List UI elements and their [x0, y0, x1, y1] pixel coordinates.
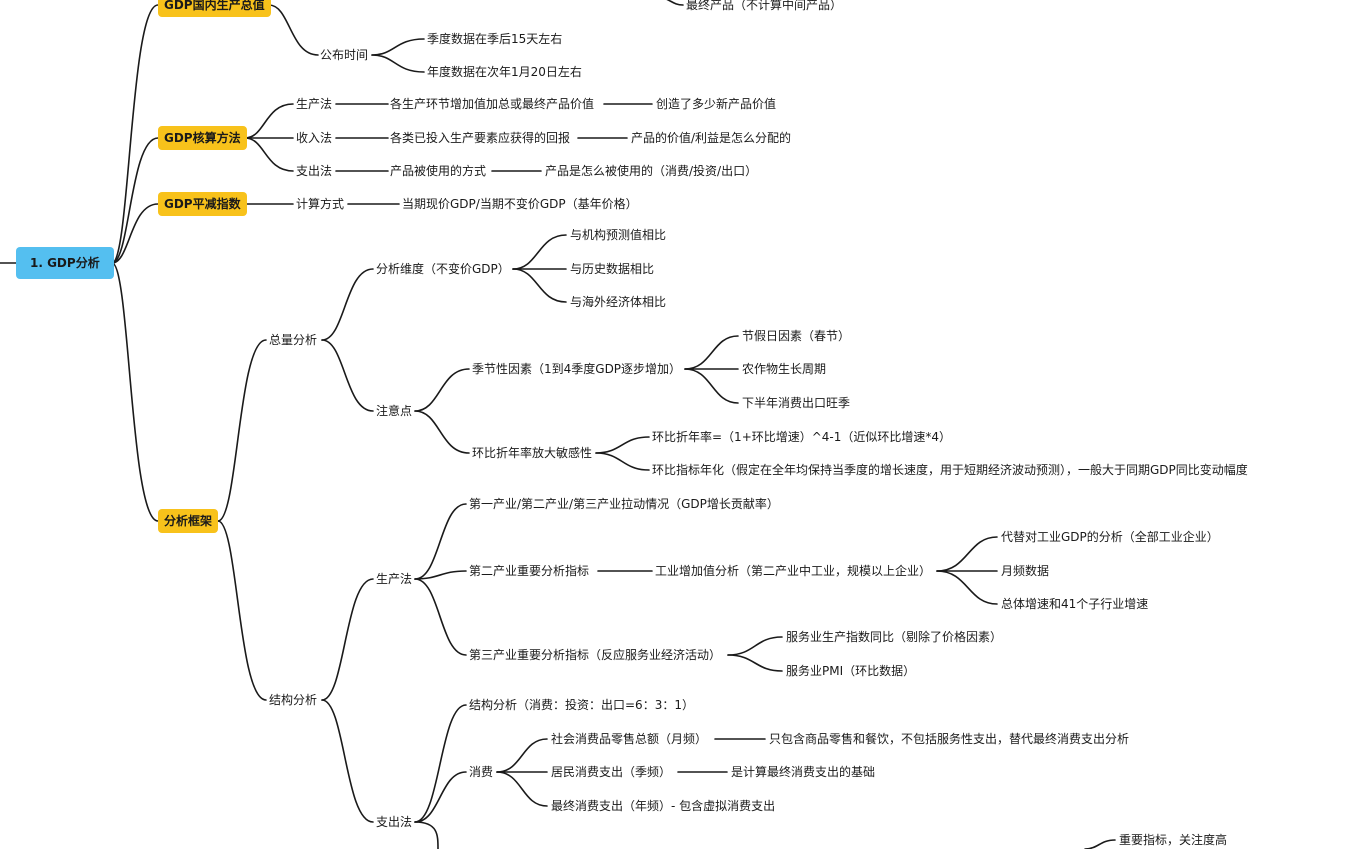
- topic-retail-sales-note[interactable]: 只包含商品零售和餐饮，不包括服务性支出，替代最终消费支出分析: [769, 732, 1130, 746]
- topic-framework[interactable]: 分析框架: [158, 509, 219, 533]
- topic-expenditure-method[interactable]: 支出法: [296, 164, 333, 178]
- topic-structure-ratio[interactable]: 结构分析（消费：投资：出口=6：3：1）: [469, 698, 694, 712]
- topic-qoq-annualized[interactable]: 环比指标年化（假定在全年均保持当季度的增长速度，用于短期经济波动预测），一般大于…: [652, 463, 1248, 477]
- topic-notes[interactable]: 注意点: [376, 404, 413, 418]
- topic-h2-consumption[interactable]: 下半年消费出口旺季: [742, 396, 851, 410]
- topic-dimensions[interactable]: 分析维度（不变价GDP）: [376, 262, 510, 276]
- topic-household-note[interactable]: 是计算最终消费支出的基础: [731, 765, 876, 779]
- topic-industry-pull[interactable]: 第一产业/第二产业/第三产业拉动情况（GDP增长贡献率）: [469, 497, 779, 511]
- topic-vs-forecast[interactable]: 与机构预测值相比: [570, 228, 667, 242]
- topic-final-products[interactable]: 最终产品（不计算中间产品）: [686, 0, 843, 12]
- topic-final-consumption[interactable]: 最终消费支出（年频）- 包含虚拟消费支出: [551, 799, 776, 813]
- topic-total-analysis[interactable]: 总量分析: [269, 333, 318, 347]
- topic-monthly-data[interactable]: 月频数据: [1001, 564, 1050, 578]
- topic-income-meaning[interactable]: 产品的价值/利益是怎么分配的: [631, 131, 792, 145]
- topic-income-method[interactable]: 收入法: [296, 131, 333, 145]
- topic-gdp-total[interactable]: GDP国内生产总值: [158, 0, 271, 17]
- topic-household-consumption[interactable]: 居民消费支出（季频）: [551, 765, 672, 779]
- topic-replace-industrial-gdp[interactable]: 代替对工业GDP的分析（全部工业企业）: [1001, 530, 1219, 544]
- topic-secondary-indicators[interactable]: 第二产业重要分析指标: [469, 564, 590, 578]
- topic-production-desc[interactable]: 各生产环节增加值加总或最终产品价值: [390, 97, 595, 111]
- topic-calc-formula[interactable]: 当期现价GDP/当期不变价GDP（基年价格）: [402, 197, 638, 211]
- topic-calc-method[interactable]: 计算方式: [296, 197, 345, 211]
- topic-tertiary-indicators[interactable]: 第三产业重要分析指标（反应服务业经济活动）: [469, 648, 722, 662]
- topic-expenditure-desc[interactable]: 产品被使用的方式: [390, 164, 487, 178]
- topic-growth-41-sub[interactable]: 总体增速和41个子行业增速: [1001, 597, 1149, 611]
- topic-annual-data[interactable]: 年度数据在次年1月20日左右: [427, 65, 582, 79]
- topic-expenditure-approach[interactable]: 支出法: [376, 815, 413, 829]
- topic-vs-history[interactable]: 与历史数据相比: [570, 262, 655, 276]
- topic-quarterly-data[interactable]: 季度数据在季后15天左右: [427, 32, 563, 46]
- topic-retail-sales[interactable]: 社会消费品零售总额（月频）: [551, 732, 708, 746]
- topic-service-pmi[interactable]: 服务业PMI（环比数据）: [786, 664, 916, 678]
- topic-publish-time[interactable]: 公布时间: [320, 48, 369, 62]
- topic-consumption[interactable]: 消费: [469, 765, 494, 779]
- topic-important-indicator[interactable]: 重要指标，关注度高: [1119, 833, 1228, 847]
- topic-service-production-index[interactable]: 服务业生产指数同比（剔除了价格因素）: [786, 630, 1003, 644]
- topic-qoq-formula[interactable]: 环比折年率=（1+环比增速）^4-1（近似环比增速*4）: [652, 430, 952, 444]
- topic-vs-overseas[interactable]: 与海外经济体相比: [570, 295, 667, 309]
- topic-seasonal[interactable]: 季节性因素（1到4季度GDP逐步增加）: [472, 362, 682, 376]
- topic-qoq-sensitivity[interactable]: 环比折年率放大敏感性: [472, 446, 593, 460]
- topic-expenditure-meaning[interactable]: 产品是怎么被使用的（消费/投资/出口）: [545, 164, 758, 178]
- topic-industrial-value-added[interactable]: 工业增加值分析（第二产业中工业，规模以上企业）: [655, 564, 932, 578]
- root-topic[interactable]: 1. GDP分析: [16, 247, 114, 279]
- topic-crop-cycle[interactable]: 农作物生长周期: [742, 362, 827, 376]
- topic-deflator[interactable]: GDP平减指数: [158, 192, 247, 216]
- topic-accounting-methods[interactable]: GDP核算方法: [158, 126, 247, 150]
- topic-income-desc[interactable]: 各类已投入生产要素应获得的回报: [390, 131, 571, 145]
- topic-holiday[interactable]: 节假日因素（春节）: [742, 329, 851, 343]
- topic-production-approach[interactable]: 生产法: [376, 572, 413, 586]
- topic-structure-analysis[interactable]: 结构分析: [269, 693, 318, 707]
- topic-production-meaning[interactable]: 创造了多少新产品价值: [656, 97, 777, 111]
- topic-production-method[interactable]: 生产法: [296, 97, 333, 111]
